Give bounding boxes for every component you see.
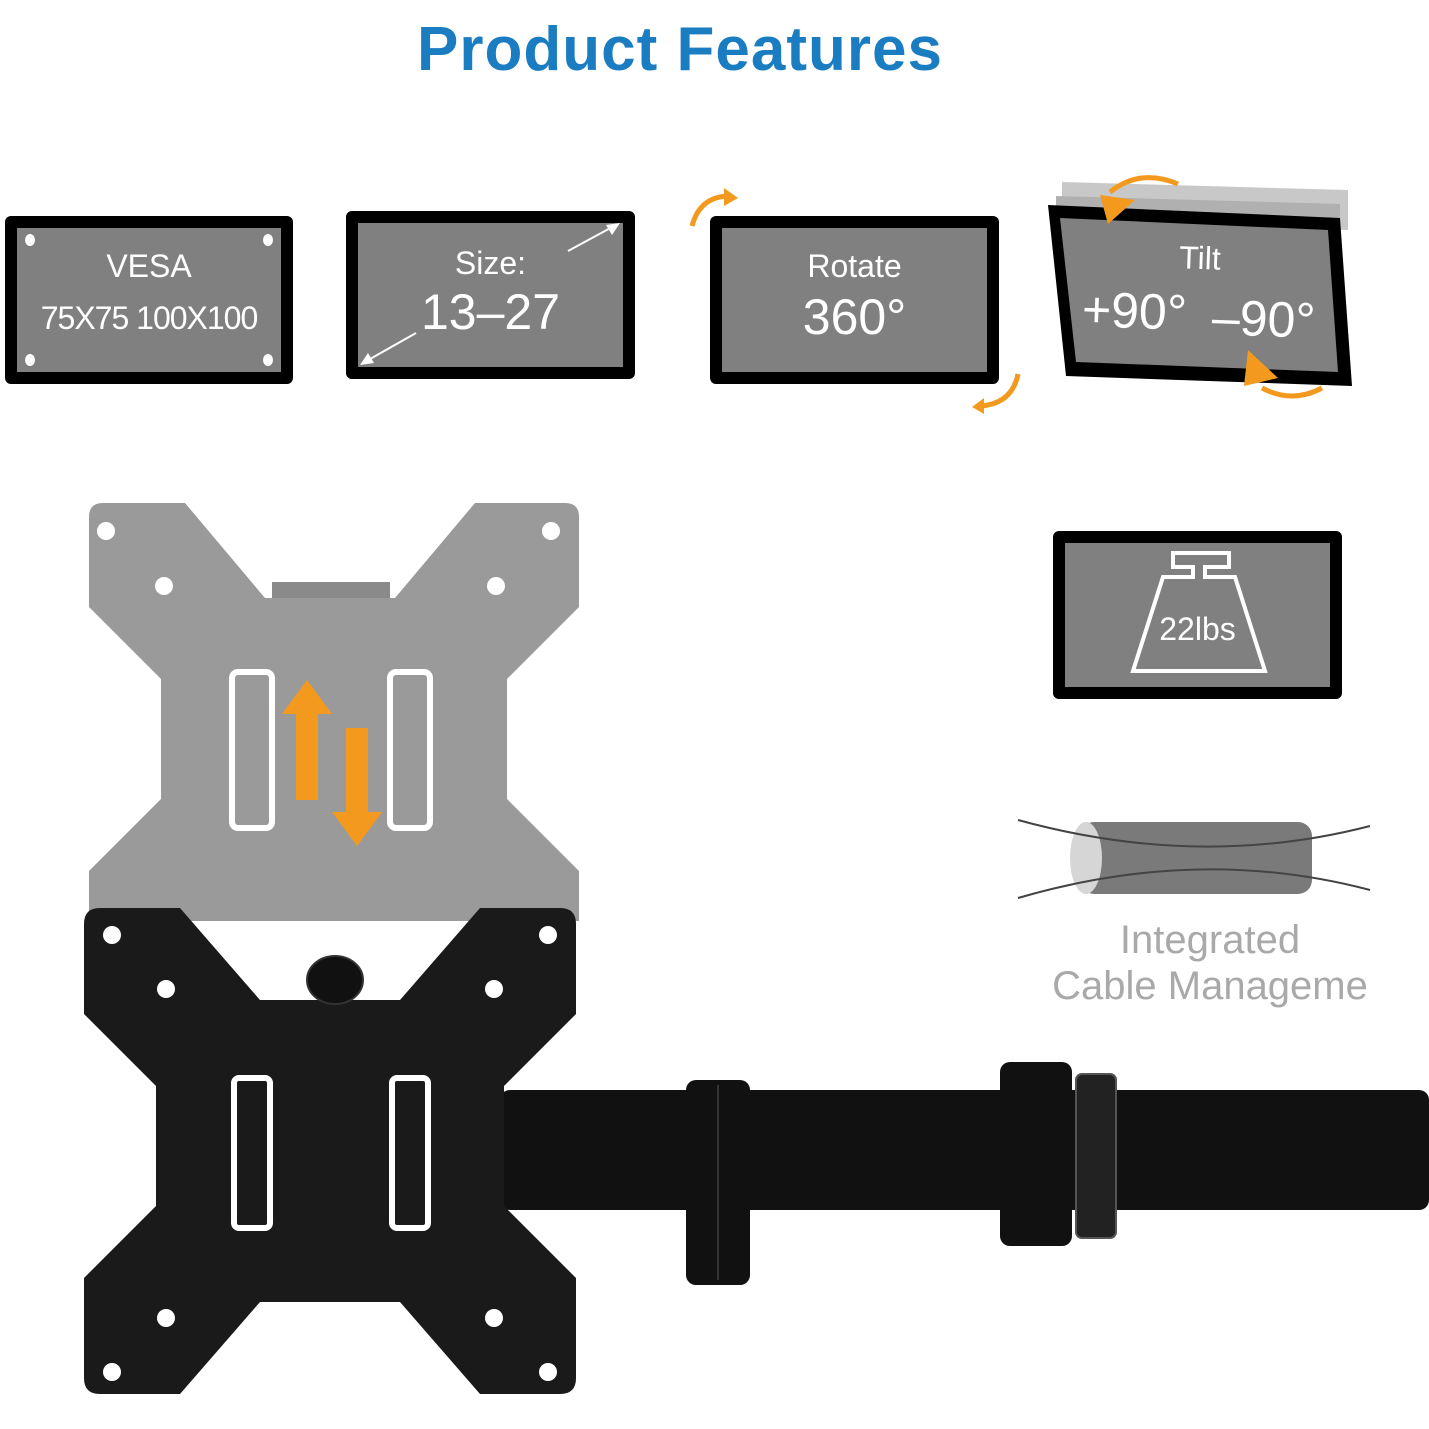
cable-sleeve-icon (1017, 819, 1371, 899)
vesa-plate-gray (89, 503, 579, 921)
mount-arm (500, 1062, 1429, 1285)
feature-rotate: Rotate 360° (710, 216, 999, 384)
feature-size: Size: 13–27 (346, 211, 635, 379)
tilt-screen (1048, 205, 1352, 386)
tilt-arrow-icon (1108, 175, 1324, 399)
rotate-value: 360° (802, 289, 907, 345)
cable-caption-line2: Cable Manageme (1052, 964, 1368, 1008)
size-label: Size: (454, 245, 527, 281)
diagonal-arrow-icon (360, 223, 620, 365)
vesa-value: 75X75 100X100 (40, 300, 259, 336)
feature-vesa: VESA 75X75 100X100 (5, 216, 293, 384)
vesa-label: VESA (106, 248, 192, 284)
vesa-hole-icon (25, 354, 35, 366)
size-screen: Size: 13–27 (358, 223, 623, 367)
weight-icon (1130, 551, 1268, 673)
up-down-arrow-icon (282, 680, 382, 846)
weight-value: 22lbs (1159, 611, 1236, 647)
size-value: 13–27 (420, 284, 561, 340)
page-title: Product Features (417, 15, 943, 84)
vesa-screen: VESA 75X75 100X100 (17, 228, 281, 372)
vesa-hole-icon (25, 234, 35, 246)
rotate-label: Rotate (807, 248, 902, 284)
tilt-minus-value: –90° (1211, 289, 1317, 349)
vesa-hole-icon (263, 234, 273, 246)
vesa-plate-black (84, 908, 576, 1394)
vesa-hole-icon (263, 354, 273, 366)
rotate-screen: Rotate 360° (722, 228, 987, 372)
tilt-plus-value: +90° (1081, 281, 1188, 341)
feature-weight: 22lbs (1053, 531, 1342, 699)
weight-screen: 22lbs (1065, 543, 1330, 687)
cable-caption-line1: Integrated (1119, 918, 1301, 962)
